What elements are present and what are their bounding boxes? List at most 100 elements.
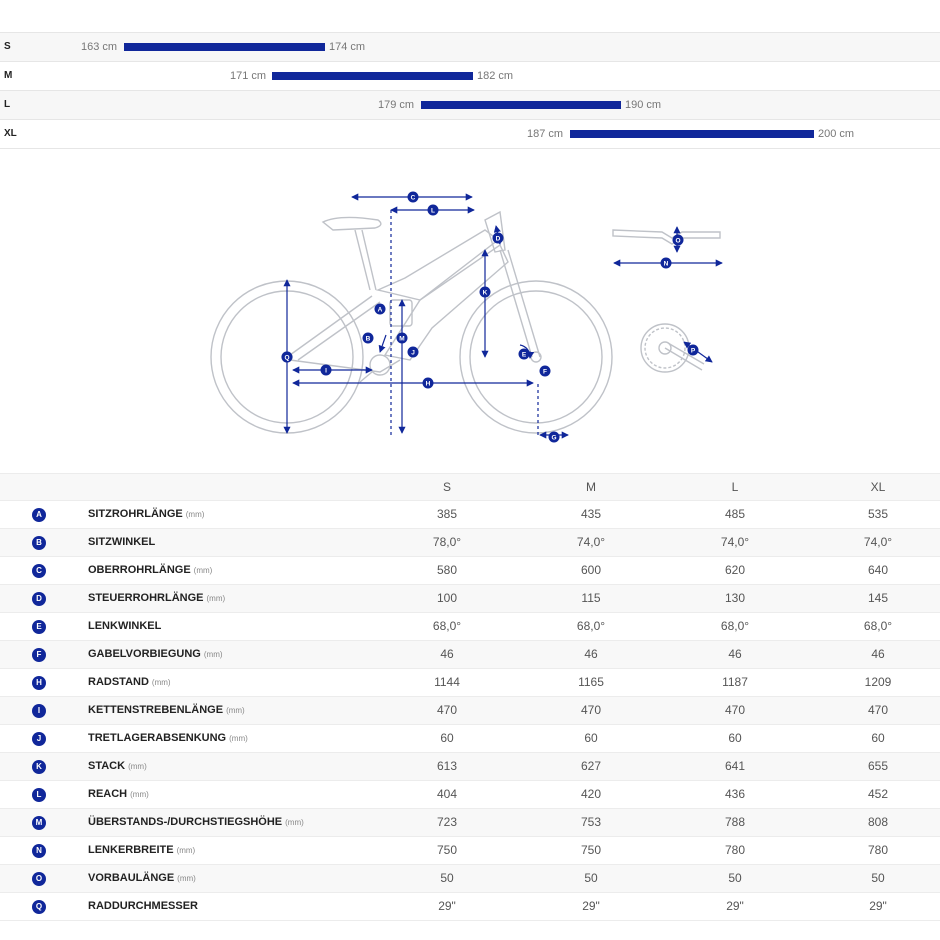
parameter-badge: C [32, 564, 46, 578]
value-cell: 74,0° [720, 535, 750, 549]
parameter-name-cell: SITZROHRLÄNGE(mm) [88, 501, 204, 528]
parameter-unit: (mm) [226, 706, 245, 715]
diagram-marker: H [422, 377, 434, 389]
parameter-name-cell: STACK(mm) [88, 753, 147, 780]
value-cell: 50 [584, 871, 598, 885]
value-cell: 470 [867, 703, 889, 717]
value-cell: 436 [724, 787, 746, 801]
value-cell: 655 [867, 759, 889, 773]
value-cell: 753 [580, 815, 602, 829]
value-cell: 68,0° [863, 619, 893, 633]
diagram-marker-label: M [399, 335, 404, 342]
diagram-marker: N [660, 257, 672, 269]
value-cell: 750 [580, 843, 602, 857]
parameter-unit: (mm) [176, 846, 196, 855]
parameter-name: OBERROHRLÄNGE [88, 564, 191, 576]
size-name: M [4, 70, 13, 81]
value-cell: 29" [582, 899, 600, 913]
range-max-label: 174 cm [329, 41, 366, 53]
parameter-name-cell: LENKWINKEL [88, 613, 161, 640]
parameter-name: STACK [88, 760, 126, 772]
parameter-badge: E [32, 620, 46, 634]
range-min-label: 163 cm [81, 41, 118, 53]
parameter-name-cell: SITZWINKEL [88, 529, 155, 556]
dimension-lines [283, 193, 569, 439]
parameter-name: VORBAULÄNGE [88, 872, 175, 884]
value-cell: 788 [724, 815, 746, 829]
value-cell: 115 [581, 591, 601, 605]
size-ranges: S 163 cm 174 cm M 171 cm 182 cm L 179 cm… [0, 32, 940, 149]
column-header-s: S [442, 480, 451, 494]
value-cell: 68,0° [432, 619, 462, 633]
diagram-marker-label: I [325, 367, 327, 374]
size-range-row: L 179 cm 190 cm [0, 91, 940, 120]
parameter-unit: (mm) [206, 594, 226, 603]
table-row: M ÜBERSTANDS-/DURCHSTIEGSHÖHE(mm) 723 753 78… [0, 809, 940, 837]
parameter-badge: B [32, 536, 46, 550]
diagram-marker-label: B [366, 335, 371, 342]
diagram-marker: O [672, 234, 684, 246]
value-cell: 404 [436, 787, 458, 801]
value-cell: 780 [867, 843, 889, 857]
value-cell: 723 [436, 815, 458, 829]
value-cell: 385 [436, 507, 458, 521]
value-cell: 780 [724, 843, 746, 857]
diagram-marker: B [362, 332, 374, 344]
parameter-name-cell: RADDURCHMESSER [88, 893, 198, 920]
value-cell: 620 [724, 563, 746, 577]
parameter-unit: (mm) [151, 678, 171, 687]
range-min-label: 179 cm [378, 99, 415, 111]
size-range-row: S 163 cm 174 cm [0, 32, 940, 62]
parameter-name: RADSTAND [88, 676, 149, 688]
diagram-marker-label: Q [284, 354, 289, 361]
parameter-name: SITZROHRLÄNGE [88, 508, 183, 520]
range-bar [272, 72, 473, 80]
diagram-marker-label: O [675, 237, 680, 244]
parameter-name-cell: STEUERROHRLÄNGE(mm) [88, 585, 225, 612]
diagram-marker-label: D [496, 235, 501, 242]
parameter-name-cell: LENKERBREITE(mm) [88, 837, 195, 864]
range-min-label: 187 cm [527, 128, 564, 140]
value-cell: 750 [436, 843, 458, 857]
diagram-marker: K [479, 286, 491, 298]
value-cell: 1144 [434, 675, 460, 689]
diagram-marker: F [539, 365, 551, 377]
value-cell: 452 [867, 787, 889, 801]
diagram-marker-label: C [411, 194, 416, 201]
range-max-label: 190 cm [625, 99, 662, 111]
parameter-badge: L [32, 788, 46, 802]
parameter-badge: D [32, 592, 46, 606]
diagram-marker-label: N [664, 260, 669, 267]
column-header-l: L [731, 480, 739, 494]
parameter-name-cell: REACH(mm) [88, 781, 149, 808]
parameter-name-cell: OBERROHRLÄNGE(mm) [88, 557, 212, 584]
parameter-name: SITZWINKEL [88, 536, 156, 548]
value-cell: 60 [440, 731, 454, 745]
parameter-name-cell: ÜBERSTANDS-/DURCHSTIEGSHÖHE(mm) [88, 809, 304, 836]
parameter-badge: F [32, 648, 46, 662]
parameter-badge: Q [32, 900, 46, 914]
value-cell: 50 [440, 871, 454, 885]
parameter-name-cell: VORBAULÄNGE(mm) [88, 865, 196, 892]
value-cell: 1187 [722, 675, 748, 689]
parameter-unit: (mm) [285, 818, 304, 827]
value-cell: 60 [584, 731, 598, 745]
parameter-unit: (mm) [128, 762, 147, 771]
diagram-marker-label: H [426, 380, 431, 387]
range-bar [570, 130, 814, 138]
value-cell: 68,0° [576, 619, 606, 633]
parameter-badge: M [32, 816, 46, 830]
value-cell: 46 [584, 647, 598, 661]
value-cell: 1165 [578, 675, 604, 689]
value-cell: 74,0° [576, 535, 606, 549]
value-cell: 60 [871, 731, 885, 745]
